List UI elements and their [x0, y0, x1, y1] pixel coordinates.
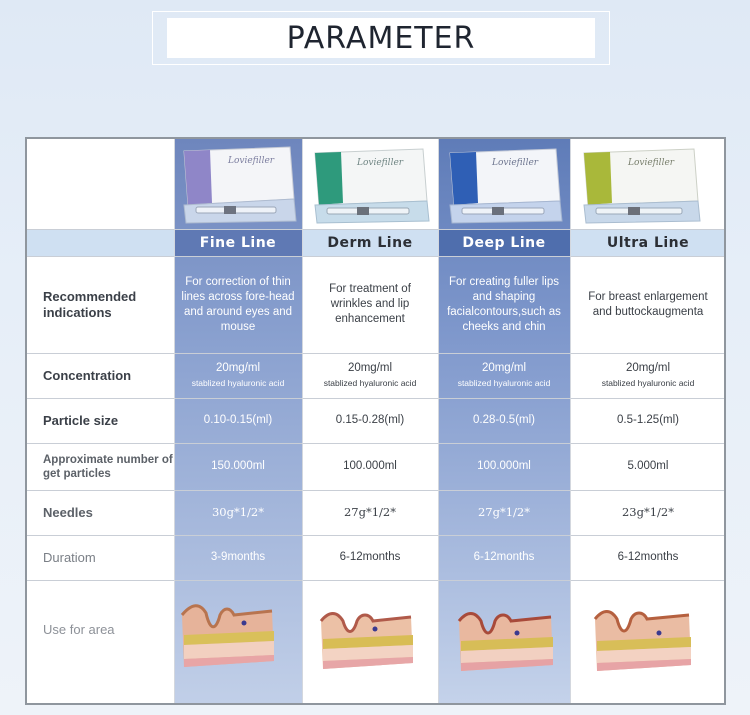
needles-fine-line: 30g*1/2*: [211, 505, 264, 519]
skin-layers-illustration-icon: [180, 604, 274, 667]
concentration-value: 20mg/ml: [347, 361, 393, 374]
brand-text: Loviefiller: [627, 158, 675, 168]
needles-deep-line: 27g*1/2*: [477, 505, 530, 519]
parameter-table: Loviefiller Loviefiller Loviefiller Lovi…: [25, 137, 726, 705]
concentration-value: 20mg/ml: [625, 361, 671, 374]
page-title: PARAMETER: [167, 18, 595, 58]
product-name-ultra-line: Ultra Line: [606, 234, 690, 251]
row-label-area: Use for area: [43, 622, 115, 637]
ultra-line-product-box-image: Loviefiller: [583, 148, 701, 224]
indication-derm-line: For treatment of wrinkles and lip enhanc…: [329, 283, 411, 325]
row-divider: [27, 535, 724, 536]
particles-fine-line: 150.000ml: [211, 460, 265, 472]
brand-text: Loviefiller: [491, 158, 539, 168]
particles-ultra-line: 5.000ml: [627, 460, 669, 472]
concentration-value: 20mg/ml: [481, 361, 527, 374]
indication-deep-line: For creating fuller lips and shaping fac…: [447, 275, 561, 333]
row-divider: [27, 580, 724, 581]
concentration-deep-line: 20mg/ml stablized hyaluronic acid: [438, 353, 570, 398]
row-divider: [27, 353, 724, 354]
product-name-fine-line: Fine Line: [199, 234, 277, 251]
concentration-note: stablized hyaluronic acid: [323, 377, 417, 388]
row-label-needles: Needles: [43, 504, 93, 520]
brand-text: Loviefiller: [227, 156, 275, 166]
row-label-particle-size: Particle size: [43, 412, 119, 428]
particle-size-ultra-line: 0.5-1.25(ml): [617, 414, 679, 426]
fine-line-name-bg: [174, 229, 302, 256]
needles-derm-line: 27g*1/2*: [343, 505, 396, 519]
fine-line-product-box-image: Loviefiller: [183, 146, 297, 224]
product-name-derm-line: Derm Line: [327, 234, 413, 251]
col-divider: [438, 139, 439, 703]
row-label-concentration: Concentration: [43, 367, 132, 383]
deep-line-name-bg: [438, 229, 570, 256]
row-divider: [27, 256, 724, 257]
row-label-particles: Approximate number of get particles: [43, 453, 173, 480]
particle-size-deep-line: 0.28-0.5(ml): [473, 414, 535, 426]
concentration-derm-line: 20mg/ml stablized hyaluronic acid: [302, 353, 438, 398]
skin-layers-illustration-icon: [457, 612, 553, 671]
duration-fine-line: 3-9months: [210, 551, 266, 563]
duration-derm-line: 6-12months: [339, 551, 401, 563]
indication-fine-line: For correction of thin lines across fore…: [181, 275, 295, 333]
indication-ultra-line: For breast enlargement and buttockaugmen…: [588, 290, 708, 318]
needles-ultra-line: 23g*1/2*: [621, 505, 674, 519]
particle-size-fine-line: 0.10-0.15(ml): [203, 414, 273, 426]
concentration-value: 20mg/ml: [215, 361, 261, 374]
row-divider: [27, 490, 724, 491]
concentration-note: stablized hyaluronic acid: [457, 377, 551, 388]
particles-deep-line: 100.000ml: [477, 460, 531, 472]
concentration-note: stablized hyaluronic acid: [191, 377, 285, 388]
row-divider: [27, 443, 724, 444]
duration-deep-line: 6-12months: [473, 551, 535, 563]
particles-derm-line: 100.000ml: [343, 460, 397, 472]
col-divider: [302, 139, 303, 703]
row-divider: [27, 398, 724, 399]
row-label-duration: Duratiom: [43, 549, 96, 565]
particle-size-derm-line: 0.15-0.28(ml): [335, 414, 405, 426]
duration-ultra-line: 6-12months: [617, 551, 679, 563]
row-divider: [27, 229, 724, 230]
product-name-row: [27, 229, 724, 256]
col-divider: [570, 139, 571, 703]
product-name-deep-line: Deep Line: [462, 234, 546, 251]
row-label-indications: Recommended indications: [43, 288, 137, 320]
derm-line-product-box-image: Loviefiller: [314, 148, 430, 224]
col-divider: [174, 139, 175, 703]
title-frame: PARAMETER: [152, 11, 610, 65]
deep-line-product-box-image: Loviefiller: [449, 148, 563, 224]
brand-text: Loviefiller: [356, 158, 404, 168]
skin-layers-illustration-icon: [593, 610, 691, 671]
concentration-fine-line: 20mg/ml stablized hyaluronic acid: [174, 353, 302, 398]
concentration-note: stablized hyaluronic acid: [601, 377, 695, 388]
concentration-ultra-line: 20mg/ml stablized hyaluronic acid: [570, 353, 726, 398]
skin-layers-illustration-icon: [319, 612, 413, 669]
